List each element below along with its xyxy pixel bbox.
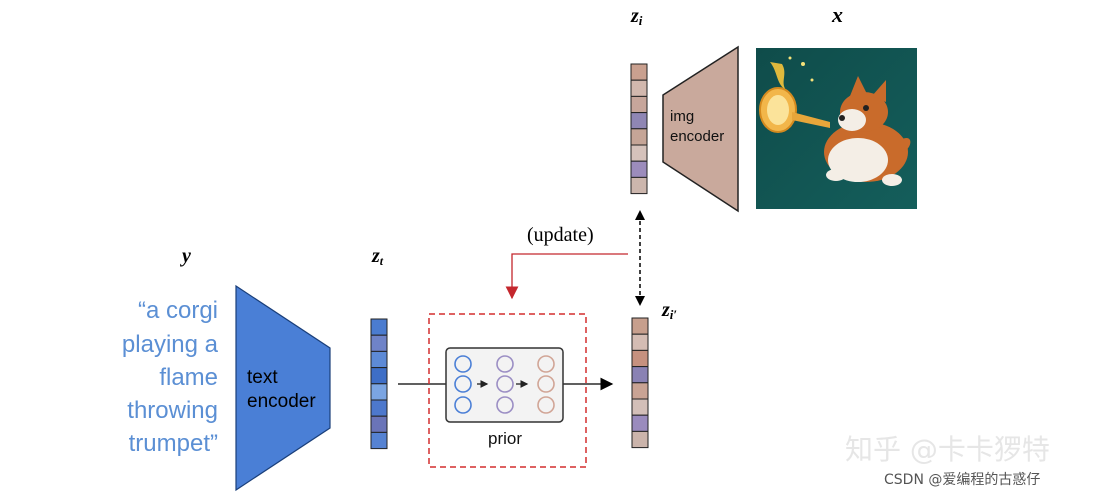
vector-cell [370, 367, 388, 385]
prior-node [454, 375, 472, 393]
prior-dashed-box [428, 313, 587, 468]
vector-cell [631, 398, 649, 416]
vector-cell [631, 366, 649, 384]
caption-line: throwing [127, 397, 218, 424]
zi-label: zi [630, 5, 643, 28]
vector-cell [370, 334, 388, 352]
prior-node [496, 375, 514, 393]
x-label: x [831, 2, 843, 27]
vector-cell [370, 350, 388, 369]
vector-cell [631, 414, 649, 432]
zi-embedding-vector [630, 63, 648, 195]
vector-cell [631, 317, 649, 335]
vector-cell [630, 128, 648, 146]
vector-cell [631, 349, 649, 368]
zi-prime-embedding-vector [631, 317, 649, 449]
vector-cell [630, 176, 648, 195]
zt-embedding-vector [370, 318, 388, 450]
vector-cell [630, 95, 648, 114]
prior-node [454, 396, 472, 414]
img-encoder-label-2: encoder [670, 128, 724, 145]
vector-cell [630, 144, 648, 162]
update-label: (update) [527, 224, 594, 246]
text-encoder-label-1: text [247, 367, 278, 388]
vector-cell [631, 333, 649, 351]
vector-cell [631, 382, 649, 400]
csdn-watermark: CSDN @爱编程的古惑仔 [884, 472, 1040, 488]
vector-cell [370, 318, 388, 336]
prior-network-box [445, 347, 564, 423]
corgi-trumpet-image [756, 48, 917, 209]
vector-cell [370, 399, 388, 417]
text-encoder-label-2: encoder [247, 391, 316, 412]
caption-line: trumpet” [129, 430, 218, 457]
prior-node [496, 355, 514, 373]
vector-cell [630, 112, 648, 130]
prior-network-nodes [454, 355, 555, 414]
prior-node [537, 355, 555, 373]
prior-label: prior [488, 429, 522, 448]
vector-cell [630, 160, 648, 178]
prior-node [454, 355, 472, 373]
vector-cell [631, 430, 649, 449]
prior-node [537, 375, 555, 393]
text-encoder-block [235, 284, 331, 492]
text-caption: “a corgi playing a flame throwing trumpe… [122, 297, 219, 457]
img-encoder-label-1: img [670, 108, 694, 125]
y-label: y [180, 245, 191, 267]
caption-line: flame [159, 364, 218, 391]
zi-prime-label: zi′ [661, 299, 677, 322]
img-encoder-block [662, 45, 739, 213]
vector-cell [630, 63, 648, 81]
vector-cell [370, 431, 388, 450]
caption-line: “a corgi [138, 297, 218, 324]
vector-cell [370, 383, 388, 401]
prior-node [537, 396, 555, 414]
vector-cell [370, 415, 388, 433]
zhihu-watermark: 知乎 @卡卡猡特 [845, 433, 1050, 466]
update-arrow [505, 253, 628, 300]
caption-line: playing a [122, 331, 219, 358]
zt-label: zt [371, 245, 384, 268]
vector-cell [630, 79, 648, 97]
prior-node [496, 396, 514, 414]
